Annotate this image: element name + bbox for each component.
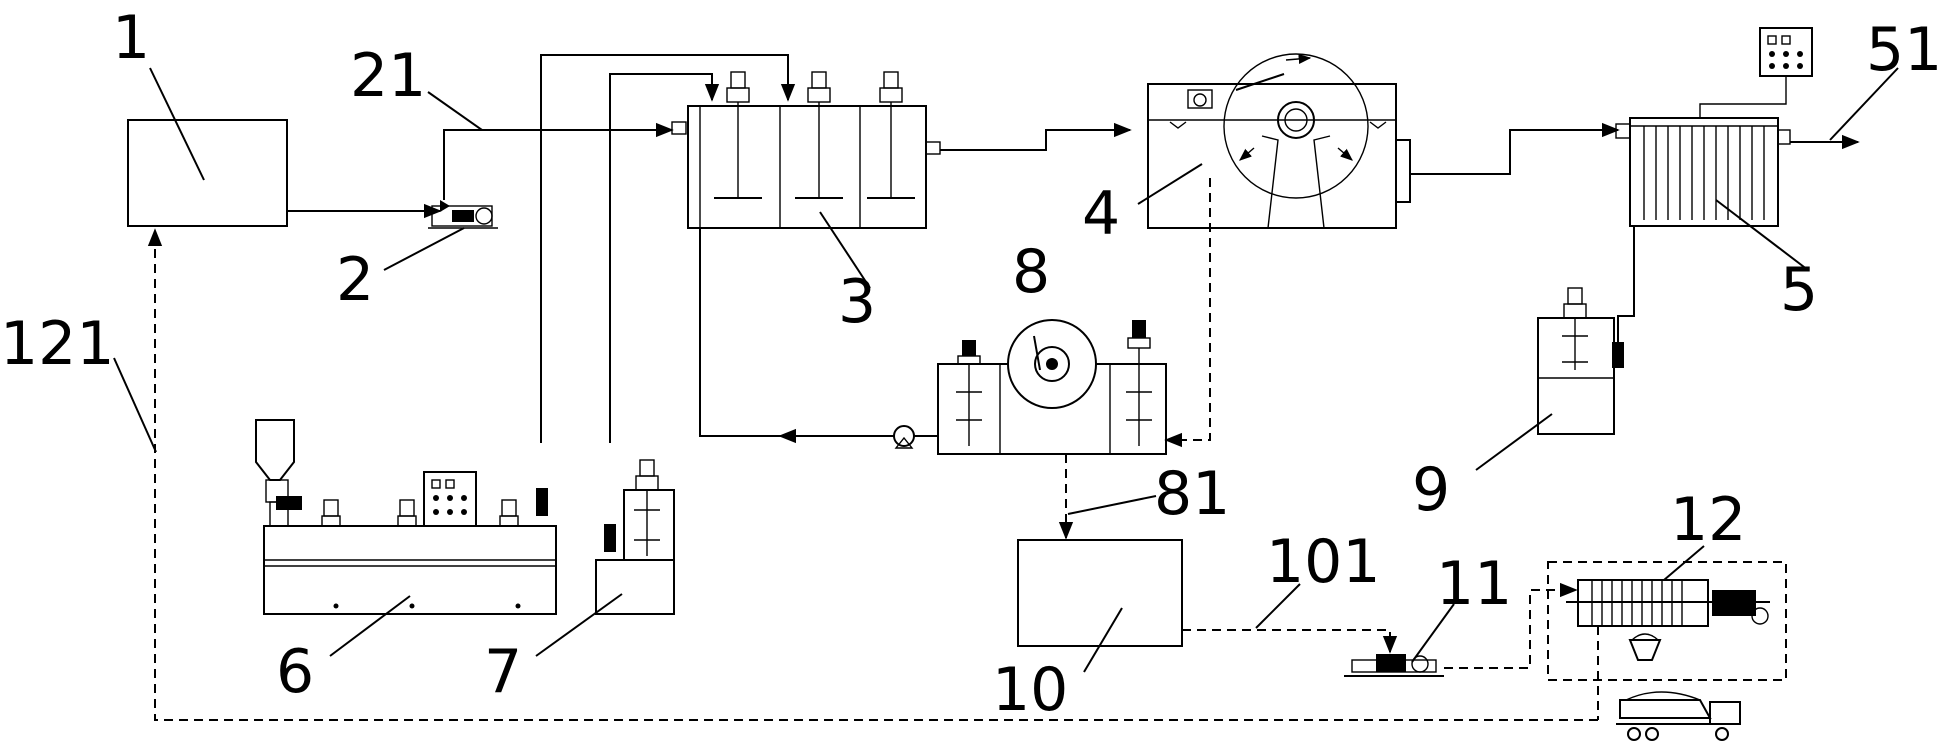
unit-7-dosing-tank <box>595 459 675 615</box>
label-9: 9 <box>1412 455 1450 525</box>
unit-12-filter-press <box>1547 561 1787 720</box>
unit-6-dosing-station <box>255 419 557 615</box>
label-8: 8 <box>1012 237 1050 307</box>
truck-icon <box>1616 691 1741 741</box>
unit-3-mixing-tank <box>671 71 941 229</box>
label-10: 10 <box>992 655 1068 725</box>
pipe-4-to-5 <box>1410 122 1620 175</box>
label-4: 4 <box>1082 179 1120 249</box>
agitator-icon <box>795 71 843 199</box>
label-2: 2 <box>336 245 374 315</box>
label-81: 81 <box>1154 459 1230 529</box>
unit-5-membrane-tank <box>1615 117 1791 227</box>
label-51: 51 <box>1866 15 1942 85</box>
unit-11-sludge-pump <box>1344 654 1444 677</box>
return-line-121 <box>147 228 1598 721</box>
label-5: 5 <box>1780 255 1818 325</box>
leader-lines <box>113 67 1899 673</box>
label-6: 6 <box>276 637 314 707</box>
label-7: 7 <box>484 637 522 707</box>
unit-4-rotary-filter <box>1147 53 1411 229</box>
unit-10-tank <box>1017 539 1183 647</box>
pipe-6-to-3 <box>540 54 796 443</box>
label-21: 21 <box>350 41 426 111</box>
unit-1-tank <box>127 119 288 227</box>
unit-9-dosing-tank <box>1537 226 1635 435</box>
label-1: 1 <box>112 3 150 73</box>
label-11: 11 <box>1436 549 1512 619</box>
pipe-21 <box>443 122 674 200</box>
sludge-line-101 <box>1182 629 1398 654</box>
control-panel-icon <box>1699 27 1813 118</box>
label-121: 121 <box>0 309 115 379</box>
pipe-return-to-3 <box>699 228 780 437</box>
pump-icon <box>893 425 915 449</box>
pipe-3-to-4 <box>940 122 1132 151</box>
label-3: 3 <box>838 267 876 337</box>
pipe-7-to-3 <box>609 73 720 443</box>
unit-8-sludge-tank <box>937 319 1167 455</box>
label-101: 101 <box>1266 527 1381 597</box>
unit-2-pump <box>428 200 498 229</box>
sludge-line-11-to-12 <box>1444 582 1578 669</box>
agitator-icon <box>867 71 915 199</box>
sludge-line-4-to-8 <box>1164 178 1211 448</box>
label-12: 12 <box>1670 485 1746 555</box>
agitator-icon <box>714 71 762 199</box>
